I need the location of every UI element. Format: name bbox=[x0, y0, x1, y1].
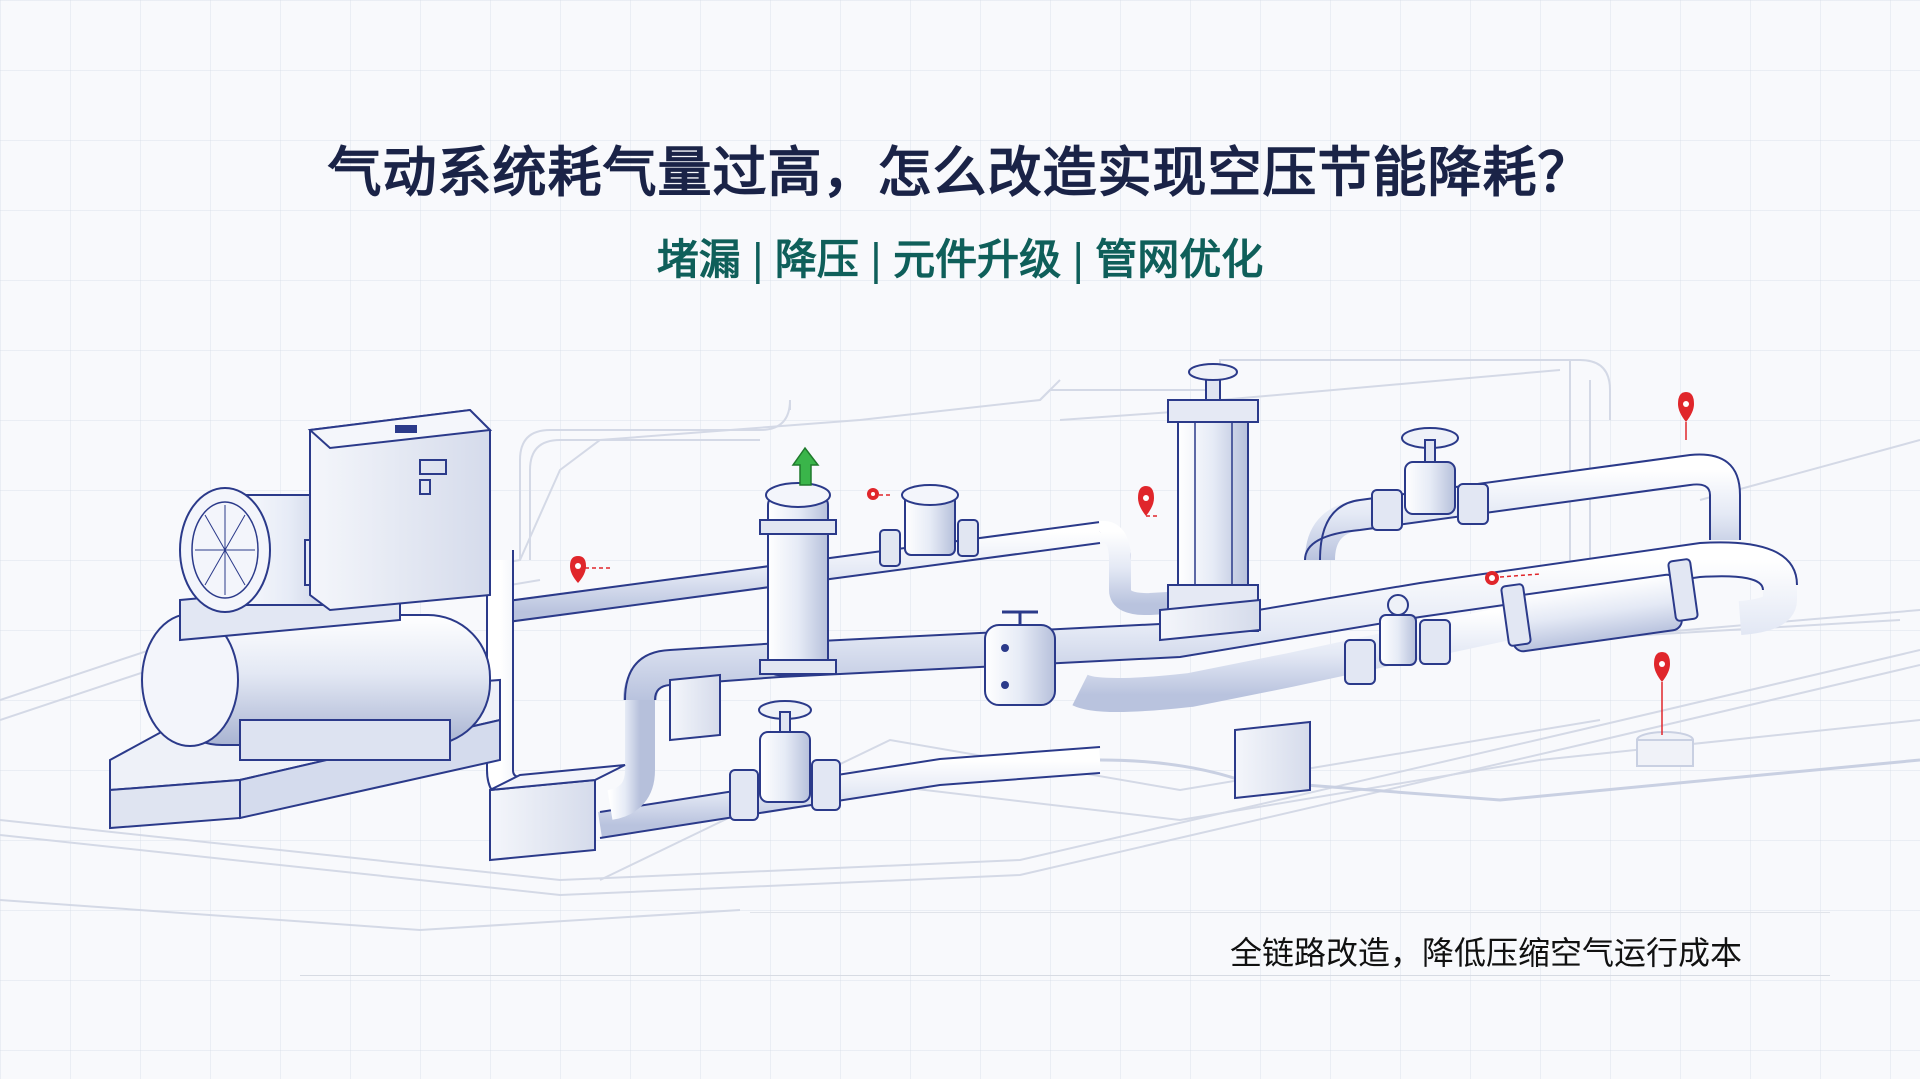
location-marker-icon bbox=[1138, 486, 1158, 517]
air-compressor-icon bbox=[109, 408, 501, 830]
inline-valve-icon bbox=[879, 484, 979, 567]
compressor-outlet-pipe bbox=[486, 550, 560, 804]
gate-valve-icon bbox=[1371, 427, 1489, 531]
location-marker-icon bbox=[1485, 571, 1541, 585]
subtitle-item-leak: 堵漏 bbox=[656, 235, 741, 284]
air-tank-icon bbox=[141, 613, 491, 761]
upper-pipe-run bbox=[498, 520, 1186, 624]
location-marker-icon bbox=[570, 556, 610, 583]
caption-text: 全链路改造，降低压缩空气运行成本 bbox=[1230, 934, 1743, 972]
subtitle-separator: | bbox=[750, 235, 765, 284]
subtitle-separator: | bbox=[1071, 235, 1086, 284]
location-marker-icon bbox=[1678, 392, 1694, 440]
subtitle-separator: | bbox=[868, 235, 884, 284]
regulator-valve-icon bbox=[1344, 594, 1451, 685]
outlet-base-block bbox=[489, 764, 626, 862]
upward-arrow-icon bbox=[791, 446, 820, 486]
subtitle-item-network: 管网优化 bbox=[1095, 235, 1264, 284]
background-pedestal bbox=[1636, 731, 1694, 767]
middle-pipe-run bbox=[623, 541, 1798, 712]
subtitle-item-pressure: 降压 bbox=[774, 235, 859, 284]
flange-valve-icon bbox=[984, 610, 1056, 706]
location-marker-icon bbox=[867, 488, 890, 500]
right-upper-pipe bbox=[1304, 453, 1741, 561]
pipe-supports bbox=[669, 598, 1311, 800]
filter-icon bbox=[759, 482, 837, 676]
location-marker-icon bbox=[1654, 652, 1670, 735]
lower-gate-valve-icon bbox=[729, 700, 841, 821]
caption-divider-top bbox=[750, 912, 1830, 913]
caption-divider-bottom bbox=[300, 975, 1830, 976]
subtitle-bar: 堵漏|降压|元件升级|管网优化 bbox=[0, 226, 1920, 287]
subtitle-item-components: 元件升级 bbox=[893, 235, 1062, 284]
page-title: 气动系统耗气量过高，怎么改造实现空压节能降耗？ bbox=[327, 141, 1593, 204]
inline-filter-icon bbox=[1500, 558, 1699, 653]
lower-pipe-run bbox=[597, 700, 1920, 839]
cylinder-actuator-icon bbox=[1167, 363, 1259, 632]
